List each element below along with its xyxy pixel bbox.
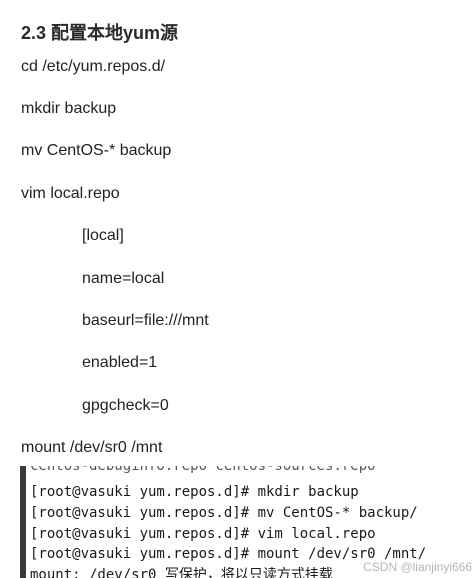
repo-gpgcheck-line: gpgcheck=0	[82, 397, 169, 414]
csdn-watermark: CSDN @lianjinyi666	[363, 560, 472, 574]
repo-baseurl-line: baseurl=file:///mnt	[82, 312, 209, 329]
step-mount-command: mount /dev/sr0 /mnt	[21, 439, 163, 456]
terminal-line: [root@vasuki yum.repos.d]# mv CentOS-* b…	[30, 505, 418, 521]
repo-section-line: [local]	[82, 227, 124, 244]
terminal-line: [root@vasuki yum.repos.d]# vim local.rep…	[30, 526, 376, 542]
section-heading: 2.3 配置本地yum源	[21, 23, 179, 43]
repo-name-line: name=local	[82, 270, 165, 287]
repo-enabled-line: enabled=1	[82, 354, 158, 371]
terminal-line: mount: /dev/sr0 写保护，将以只读方式挂载	[30, 567, 333, 578]
terminal-cut-line: centos-debuginfo.repo centos-sources.rep…	[30, 466, 376, 474]
step-cd-command: cd /etc/yum.repos.d/	[21, 58, 166, 75]
step-vim-command: vim local.repo	[21, 185, 120, 202]
terminal-line: [root@vasuki yum.repos.d]# mount /dev/sr…	[30, 546, 427, 562]
terminal-line: [root@vasuki yum.repos.d]# mkdir backup	[30, 484, 359, 500]
step-mkdir-command: mkdir backup	[21, 100, 117, 117]
terminal-screenshot: centos-debuginfo.repo centos-sources.rep…	[20, 466, 474, 578]
step-mv-command: mv CentOS-* backup	[21, 142, 172, 159]
